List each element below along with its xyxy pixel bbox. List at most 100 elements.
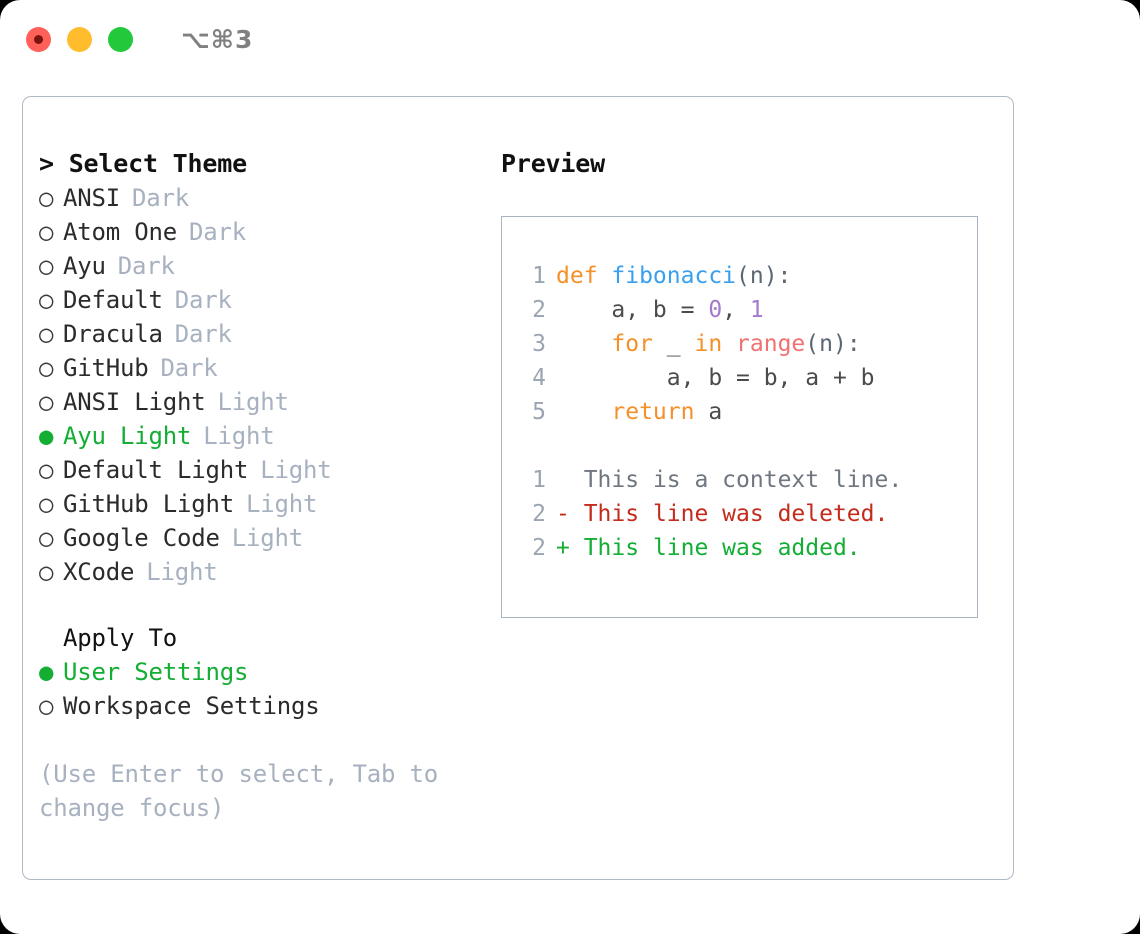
theme-variant-tag: Light xyxy=(260,456,332,484)
radio-unselected-icon[interactable]: ○ xyxy=(39,558,54,586)
maximize-button-icon[interactable] xyxy=(108,26,133,52)
radio-unselected-icon[interactable]: ○ xyxy=(39,252,54,280)
theme-option-label: Ayu Light xyxy=(63,422,192,450)
line-number: 5 xyxy=(532,399,546,425)
code-line: 4 a, b = b, a + b xyxy=(518,361,977,395)
line-number: 4 xyxy=(532,365,546,391)
theme-option-google-code[interactable]: ○ Google Code Light xyxy=(39,521,489,555)
line-number: 3 xyxy=(532,331,546,357)
code-token: in xyxy=(694,331,723,357)
radio-selected-icon[interactable]: ● xyxy=(39,422,54,450)
radio-unselected-icon[interactable]: ○ xyxy=(39,692,54,720)
theme-option-default-light[interactable]: ○ Default Light Light xyxy=(39,453,489,487)
code-token: (n): xyxy=(736,263,792,289)
theme-option-atom-one[interactable]: ○ Atom One Dark xyxy=(39,215,489,249)
code-token: range xyxy=(736,331,806,357)
theme-option-label: Atom One xyxy=(63,218,177,246)
theme-variant-tag: Dark xyxy=(160,354,218,382)
diff-sign xyxy=(556,467,570,493)
code-token: 1 xyxy=(749,297,764,323)
code-token: , xyxy=(722,297,750,323)
code-token: a xyxy=(694,399,723,425)
code-token xyxy=(722,331,736,357)
apply-to-option-user-settings[interactable]: ●User Settings xyxy=(39,655,489,689)
theme-option-label: Default Light xyxy=(63,456,249,484)
spacer xyxy=(39,589,489,621)
code-line: 2 a, b = 0, 1 xyxy=(518,293,977,327)
radio-unselected-icon[interactable]: ○ xyxy=(39,354,54,382)
spacer xyxy=(502,429,977,463)
theme-option-ayu-light[interactable]: ● Ayu Light Light xyxy=(39,419,489,453)
theme-variant-tag: Light xyxy=(203,422,275,450)
diff-text: This line was added. xyxy=(569,535,861,561)
window-controls xyxy=(26,26,133,52)
theme-option-label: Google Code xyxy=(63,524,220,552)
radio-selected-icon[interactable]: ● xyxy=(39,658,54,686)
radio-unselected-icon[interactable]: ○ xyxy=(39,184,54,212)
theme-option-ayu[interactable]: ○ Ayu Dark xyxy=(39,249,489,283)
radio-unselected-icon[interactable]: ○ xyxy=(39,218,54,246)
theme-variant-tag: Dark xyxy=(174,286,232,314)
apply-to-option-workspace-settings[interactable]: ○Workspace Settings xyxy=(39,689,489,723)
code-token: a, b = b, a + b xyxy=(556,365,875,391)
code-token xyxy=(556,331,611,357)
radio-unselected-icon[interactable]: ○ xyxy=(39,388,54,416)
code-token: a, b = xyxy=(556,297,709,323)
theme-option-label: ANSI xyxy=(63,184,120,212)
theme-variant-tag: Dark xyxy=(132,184,189,212)
theme-variant-tag: Dark xyxy=(189,218,246,246)
code-line: 5 return a xyxy=(518,395,977,429)
apply-to-list: ●User Settings○Workspace Settings xyxy=(39,655,489,723)
code-token: _ xyxy=(652,331,695,357)
radio-unselected-icon[interactable]: ○ xyxy=(39,286,54,314)
diff-text: This line was deleted. xyxy=(569,501,889,527)
theme-variant-tag: Dark xyxy=(117,252,175,280)
keyboard-shortcut-label: ⌥⌘3 xyxy=(181,24,254,54)
radio-unselected-icon[interactable]: ○ xyxy=(39,490,54,518)
line-number: 2 xyxy=(532,501,546,527)
code-token: 0 xyxy=(708,297,723,323)
theme-option-label: Dracula xyxy=(63,320,163,348)
theme-option-ansi[interactable]: ○ ANSI Dark xyxy=(39,181,489,215)
preview-header: Preview xyxy=(501,149,605,178)
spacer xyxy=(39,723,489,757)
keyboard-hint-text: (Use Enter to select, Tab to change focu… xyxy=(39,760,438,822)
code-token xyxy=(556,399,611,425)
theme-variant-tag: Light xyxy=(246,490,318,518)
close-button-icon[interactable] xyxy=(26,26,51,52)
line-number: 1 xyxy=(532,263,546,289)
line-number: 1 xyxy=(532,467,546,493)
theme-option-label: Ayu xyxy=(63,252,106,280)
diff-text: This is a context line. xyxy=(569,467,903,493)
minimize-button-icon[interactable] xyxy=(67,26,92,52)
theme-option-label: XCode xyxy=(63,558,135,586)
radio-unselected-icon[interactable]: ○ xyxy=(39,320,54,348)
radio-unselected-icon[interactable]: ○ xyxy=(39,524,54,552)
diff-preview: 1 This is a context line.2- This line wa… xyxy=(502,463,977,565)
theme-variant-tag: Light xyxy=(231,524,303,552)
apply-to-header: Apply To xyxy=(63,624,177,652)
diff-line: 1 This is a context line. xyxy=(518,463,977,497)
code-line: 3 for _ in range(n): xyxy=(518,327,977,361)
titlebar: ⌥⌘3 xyxy=(0,0,1140,78)
code-token: for xyxy=(611,331,653,357)
radio-unselected-icon[interactable]: ○ xyxy=(39,456,54,484)
line-number: 2 xyxy=(532,535,546,561)
code-token: def xyxy=(556,263,612,289)
code-token: return xyxy=(611,399,695,425)
diff-line: 2- This line was deleted. xyxy=(518,497,977,531)
